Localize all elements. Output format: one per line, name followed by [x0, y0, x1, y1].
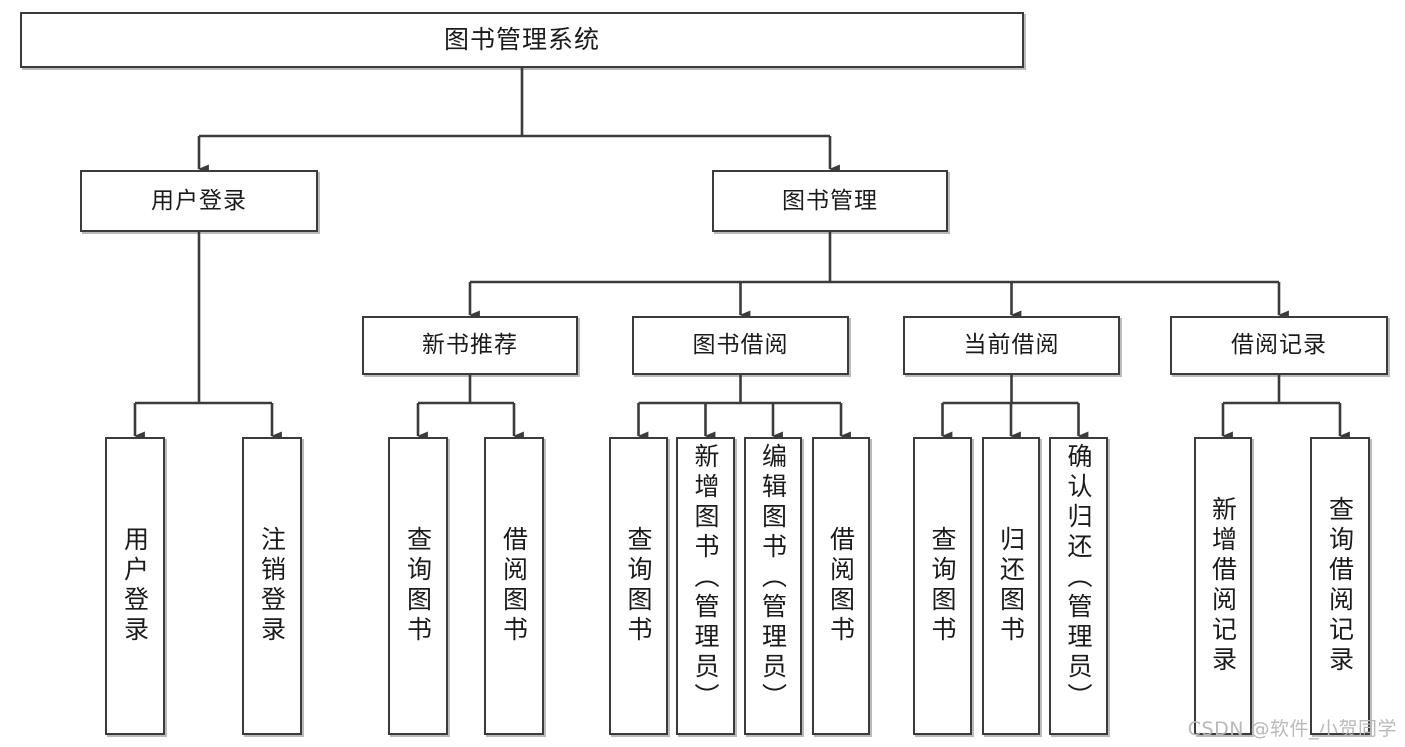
node-book-manage[interactable]: 图书管理: [712, 170, 948, 232]
node-label: 用户登录: [120, 526, 150, 646]
node-label: 图书管理系统: [443, 24, 600, 54]
node-leaf-query-record[interactable]: 查询借阅记录: [1310, 437, 1370, 735]
node-label: 查询图书: [928, 526, 957, 646]
node-label: 查询借阅记录: [1325, 496, 1355, 676]
node-leaf-confirm-return[interactable]: 确认归还（管理员）: [1049, 437, 1108, 735]
node-leaf-edit-book-admin[interactable]: 编辑图书（管理员）: [744, 437, 802, 735]
node-leaf-user-logout[interactable]: 注销登录: [242, 437, 302, 735]
node-borrow-record[interactable]: 借阅记录: [1170, 316, 1388, 375]
node-user-login[interactable]: 用户登录: [80, 170, 318, 232]
node-label: 查询图书: [403, 526, 433, 646]
node-book-borrow[interactable]: 图书借阅: [632, 316, 849, 375]
node-leaf-borrow-book-new[interactable]: 借阅图书: [484, 437, 544, 735]
node-label: 借阅图书: [826, 526, 856, 646]
node-label: 新增图书（管理员）: [691, 443, 720, 713]
node-current-borrow[interactable]: 当前借阅: [903, 316, 1120, 375]
node-label: 归还图书: [996, 526, 1026, 646]
node-label: 新增借阅记录: [1208, 496, 1238, 676]
node-label: 新书推荐: [422, 332, 518, 359]
node-label: 查询图书: [624, 526, 653, 646]
node-leaf-user-login[interactable]: 用户登录: [105, 437, 165, 735]
node-label: 图书管理: [782, 187, 878, 214]
node-leaf-add-record[interactable]: 新增借阅记录: [1194, 437, 1252, 735]
node-leaf-borrow-book-bb[interactable]: 借阅图书: [812, 437, 870, 735]
node-label: 确认归还（管理员）: [1064, 443, 1093, 713]
node-leaf-add-book-admin[interactable]: 新增图书（管理员）: [676, 437, 735, 735]
node-label: 注销登录: [257, 526, 287, 646]
node-leaf-query-book-bb[interactable]: 查询图书: [609, 437, 668, 735]
node-new-book-rec[interactable]: 新书推荐: [362, 316, 578, 375]
node-label: 编辑图书（管理员）: [758, 443, 788, 713]
node-leaf-query-book-new[interactable]: 查询图书: [388, 437, 448, 735]
node-leaf-return-book[interactable]: 归还图书: [982, 437, 1040, 735]
node-label: 当前借阅: [963, 332, 1060, 359]
node-label: 借阅记录: [1231, 332, 1327, 359]
node-label: 用户登录: [151, 187, 247, 214]
node-root[interactable]: 图书管理系统: [20, 12, 1024, 68]
node-label: 借阅图书: [499, 526, 529, 646]
node-label: 图书借阅: [692, 332, 789, 359]
node-leaf-query-book-cb[interactable]: 查询图书: [913, 437, 972, 735]
watermark: CSDN @软件_小贺同学: [1187, 718, 1397, 740]
